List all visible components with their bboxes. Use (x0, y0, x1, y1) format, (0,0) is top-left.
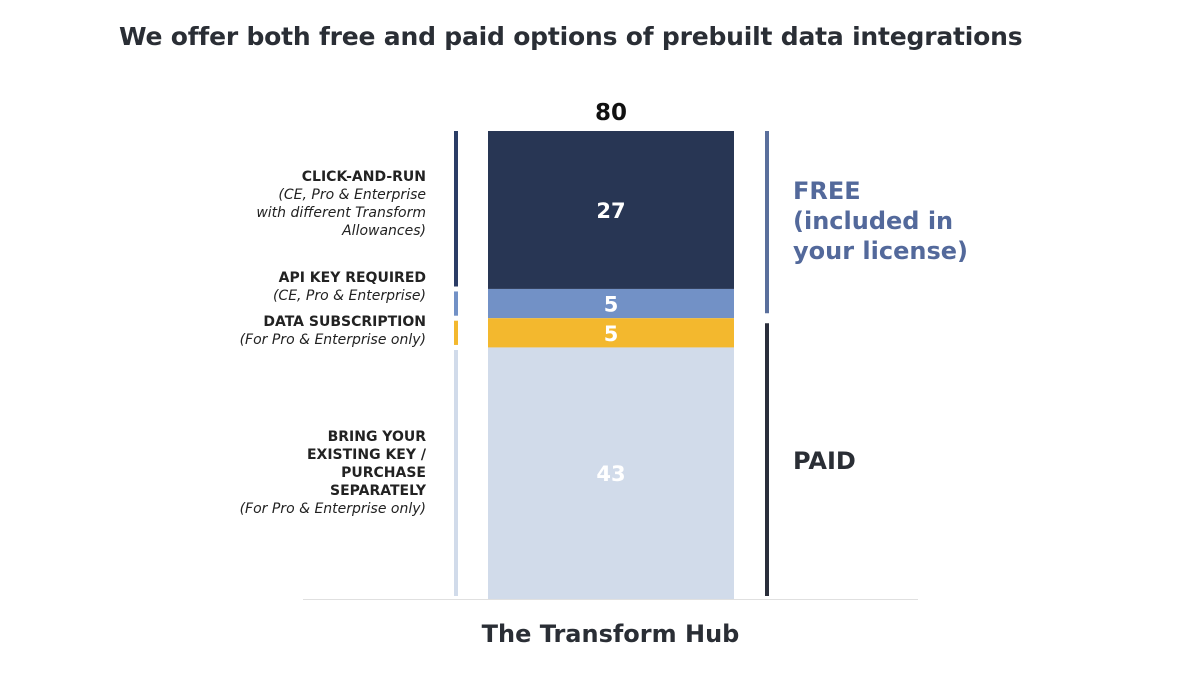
segment-label-2: API KEY REQUIRED (CE, Pro & Enterprise) (273, 269, 426, 305)
bar-value-label-4: 43 (596, 462, 625, 486)
segment-label-4: BRING YOUR EXISTING KEY / PURCHASE SEPAR… (240, 428, 426, 518)
bar-segment-1 (488, 131, 734, 289)
bar-value-label-3: 5 (604, 322, 619, 346)
segment-label-1: CLICK-AND-RUN (CE, Pro & Enterprise with … (256, 168, 426, 240)
chart-title: We offer both free and paid options of p… (119, 22, 1023, 51)
segment-label-subtitle: (For Pro & Enterprise only) (239, 501, 426, 517)
bar-value-label-1: 27 (596, 199, 625, 223)
group-label-1: FREE (included in your license) (793, 177, 968, 265)
segment-label-subtitle: (CE, Pro & Enterprise with different Tra… (256, 187, 426, 239)
segment-label-3: DATA SUBSCRIPTION (For Pro & Enterprise o… (240, 313, 426, 349)
bar-segment-4 (488, 347, 734, 599)
group-label-2: PAID (793, 447, 856, 475)
x-axis-label: The Transform Hub (481, 620, 740, 648)
segment-label-title: CLICK-AND-RUN (301, 169, 426, 185)
segment-label-title: API KEY REQUIRED (278, 270, 426, 286)
bar-value-label-2: 5 (604, 293, 619, 317)
total-label: 80 (595, 100, 627, 126)
segment-label-subtitle: (CE, Pro & Enterprise) (272, 288, 426, 304)
segment-label-title: DATA SUBSCRIPTION (263, 314, 426, 330)
segment-label-subtitle: (For Pro & Enterprise only) (239, 332, 426, 348)
bar-segment-3 (488, 318, 734, 348)
segment-label-title: BRING YOUR EXISTING KEY / PURCHASE SEPAR… (306, 429, 426, 499)
bar-segment-2 (488, 288, 734, 319)
